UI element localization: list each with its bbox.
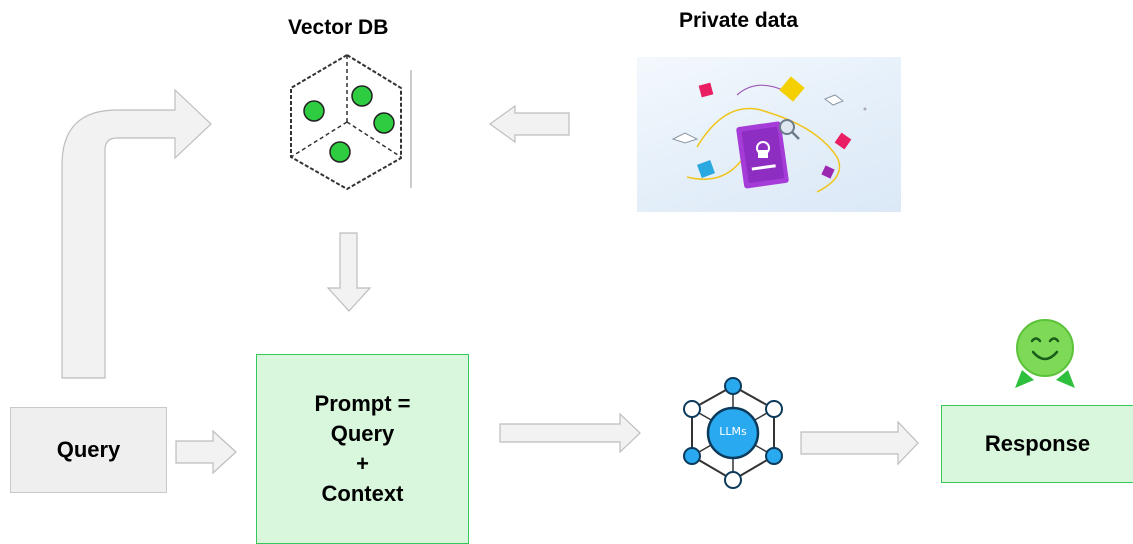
vector-db-icon [290,53,412,191]
query-to-prompt-arrow [175,429,237,475]
prompt-line-2: Query [330,421,395,446]
prompt-line-4: Context [321,481,404,506]
private-data-title: Private data [679,9,799,32]
vector-db-title: Vector DB [288,16,389,39]
vectordb-to-prompt-arrow [326,232,372,312]
llm-to-response-arrow [800,420,919,466]
private-data-graphic [671,76,867,193]
privatedata-to-vectordb-arrow [488,104,570,144]
llm-network-icon [683,377,783,489]
private-data-illustration [637,57,901,212]
query-label: Query [56,437,121,462]
prompt-line-3: + [356,451,369,476]
smiley-badge-icon [1015,319,1075,388]
response-label: Response [984,431,1091,456]
prompt-box: Prompt = Query + Context [256,354,469,544]
llm-label: LLMs [719,425,747,438]
query-box: Query [10,407,167,493]
query-to-vectordb-arrow [61,88,212,379]
prompt-line-1: Prompt = [314,391,411,416]
response-box: Response [941,405,1133,483]
prompt-to-llm-arrow [499,412,641,454]
